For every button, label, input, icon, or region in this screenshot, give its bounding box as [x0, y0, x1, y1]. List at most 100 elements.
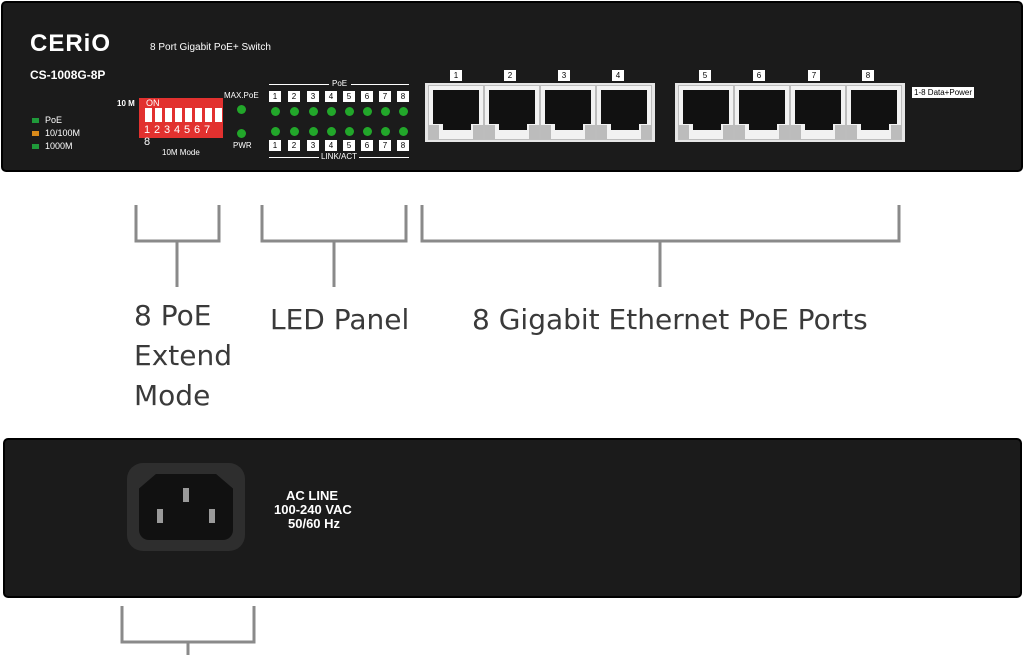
- power-pin-earth: [183, 488, 189, 502]
- poe-led-3: [309, 107, 318, 116]
- callout-dip-label: 8 PoE Extend Mode: [134, 299, 232, 412]
- ethernet-port-3[interactable]: [540, 85, 596, 140]
- poe-led-5: [345, 107, 354, 116]
- power-socket[interactable]: [127, 463, 245, 551]
- port-num-1: 1: [450, 70, 462, 81]
- led-top-label: PoE: [332, 79, 348, 88]
- poe-led-8: [399, 107, 408, 116]
- legend-100m-label: 10/100M: [45, 128, 81, 138]
- dip-on-label: ON: [146, 98, 160, 108]
- ethernet-port-8[interactable]: [846, 85, 902, 140]
- port-num-7: 7: [808, 70, 820, 81]
- led-num-top-1: 1: [269, 91, 281, 102]
- led-top-rule-right: [351, 84, 409, 85]
- dip-num-5: 5: [184, 124, 191, 136]
- led-bottom-rule-left: [269, 157, 319, 158]
- dip-num-2: 2: [154, 124, 161, 136]
- led-num-bot-1: 1: [269, 140, 281, 151]
- brand-logo: CERiO: [30, 30, 112, 57]
- bracket-dip: [134, 205, 221, 287]
- led-bottom-label: LINK/ACT: [321, 152, 358, 161]
- link-led-2: [290, 127, 299, 136]
- rear-panel: AC LINE 100-240 VAC 50/60 Hz: [3, 438, 1022, 598]
- product-subtitle: 8 Port Gigabit PoE+ Switch: [150, 42, 271, 53]
- led-num-top-7: 7: [379, 91, 391, 102]
- led-num-top-4: 4: [325, 91, 337, 102]
- link-led-6: [363, 127, 372, 136]
- dip-num-8: 8: [144, 136, 151, 148]
- legend-1000m-swatch: [32, 144, 39, 149]
- poe-led-7: [381, 107, 390, 116]
- led-num-top-6: 6: [361, 91, 373, 102]
- ports-side-label: 1-8 Data+Power: [912, 87, 975, 98]
- model-name: CS-1008G-8P: [30, 68, 106, 82]
- led-num-top-3: 3: [307, 91, 319, 102]
- poe-led-4: [327, 107, 336, 116]
- led-num-bot-6: 6: [361, 140, 373, 151]
- bracket-led: [260, 205, 408, 287]
- led-num-top-5: 5: [343, 91, 355, 102]
- power-pin-left: [157, 509, 163, 523]
- poe-led-1: [271, 107, 280, 116]
- pwr-label: PWR: [233, 141, 252, 150]
- led-num-bot-8: 8: [397, 140, 409, 151]
- port-num-8: 8: [862, 70, 874, 81]
- poe-led-2: [290, 107, 299, 116]
- dip-num-3: 3: [164, 124, 171, 136]
- front-panel: CERiO 8 Port Gigabit PoE+ Switch CS-1008…: [1, 1, 1023, 172]
- max-poe-led: [237, 105, 246, 114]
- callout-ports-label: 8 Gigabit Ethernet PoE Ports: [472, 303, 868, 336]
- led-num-bot-3: 3: [307, 140, 319, 151]
- power-pin-right: [209, 509, 215, 523]
- poe-led-6: [363, 107, 372, 116]
- ethernet-port-5[interactable]: [678, 85, 734, 140]
- legend-1000m-label: 1000M: [45, 141, 73, 151]
- led-num-top-2: 2: [288, 91, 300, 102]
- ethernet-port-4[interactable]: [596, 85, 652, 140]
- bracket-ports: [420, 205, 901, 287]
- ac-line-label: AC LINE: [286, 488, 338, 503]
- bracket-power: [120, 606, 256, 655]
- link-led-4: [327, 127, 336, 136]
- ethernet-port-2[interactable]: [484, 85, 540, 140]
- link-led-5: [345, 127, 354, 136]
- dip-num-6: 6: [194, 124, 201, 136]
- led-num-bot-2: 2: [288, 140, 300, 151]
- dip-caption: 10M Mode: [162, 148, 200, 157]
- led-num-bot-4: 4: [325, 140, 337, 151]
- port-num-3: 3: [558, 70, 570, 81]
- link-led-3: [309, 127, 318, 136]
- port-num-2: 2: [504, 70, 516, 81]
- dip-side-label: 10 M: [117, 99, 135, 108]
- dip-num-7: 7: [204, 124, 211, 136]
- ac-frequency-label: 50/60 Hz: [288, 516, 341, 531]
- link-led-8: [399, 127, 408, 136]
- port-num-4: 4: [612, 70, 624, 81]
- link-led-1: [271, 127, 280, 136]
- led-top-rule-left: [269, 84, 329, 85]
- max-poe-label: MAX.PoE: [224, 91, 259, 100]
- dip-toggles: [145, 108, 222, 122]
- power-socket-face: [139, 474, 233, 540]
- ethernet-port-6[interactable]: [734, 85, 790, 140]
- ethernet-port-7[interactable]: [790, 85, 846, 140]
- led-bottom-rule-right: [359, 157, 409, 158]
- led-num-bot-5: 5: [343, 140, 355, 151]
- led-num-bot-7: 7: [379, 140, 391, 151]
- dip-num-1: 1: [144, 124, 151, 136]
- ethernet-port-1[interactable]: [428, 85, 484, 140]
- pwr-led: [237, 129, 246, 138]
- port-num-6: 6: [753, 70, 765, 81]
- legend-100m-swatch: [32, 131, 39, 136]
- ac-voltage-label: 100-240 VAC: [274, 502, 352, 517]
- port-num-5: 5: [699, 70, 711, 81]
- legend-poe-label: PoE: [45, 115, 63, 125]
- legend-poe-swatch: [32, 118, 39, 123]
- link-led-7: [381, 127, 390, 136]
- led-num-top-8: 8: [397, 91, 409, 102]
- callout-led-label: LED Panel: [270, 303, 410, 336]
- dip-num-4: 4: [174, 124, 181, 136]
